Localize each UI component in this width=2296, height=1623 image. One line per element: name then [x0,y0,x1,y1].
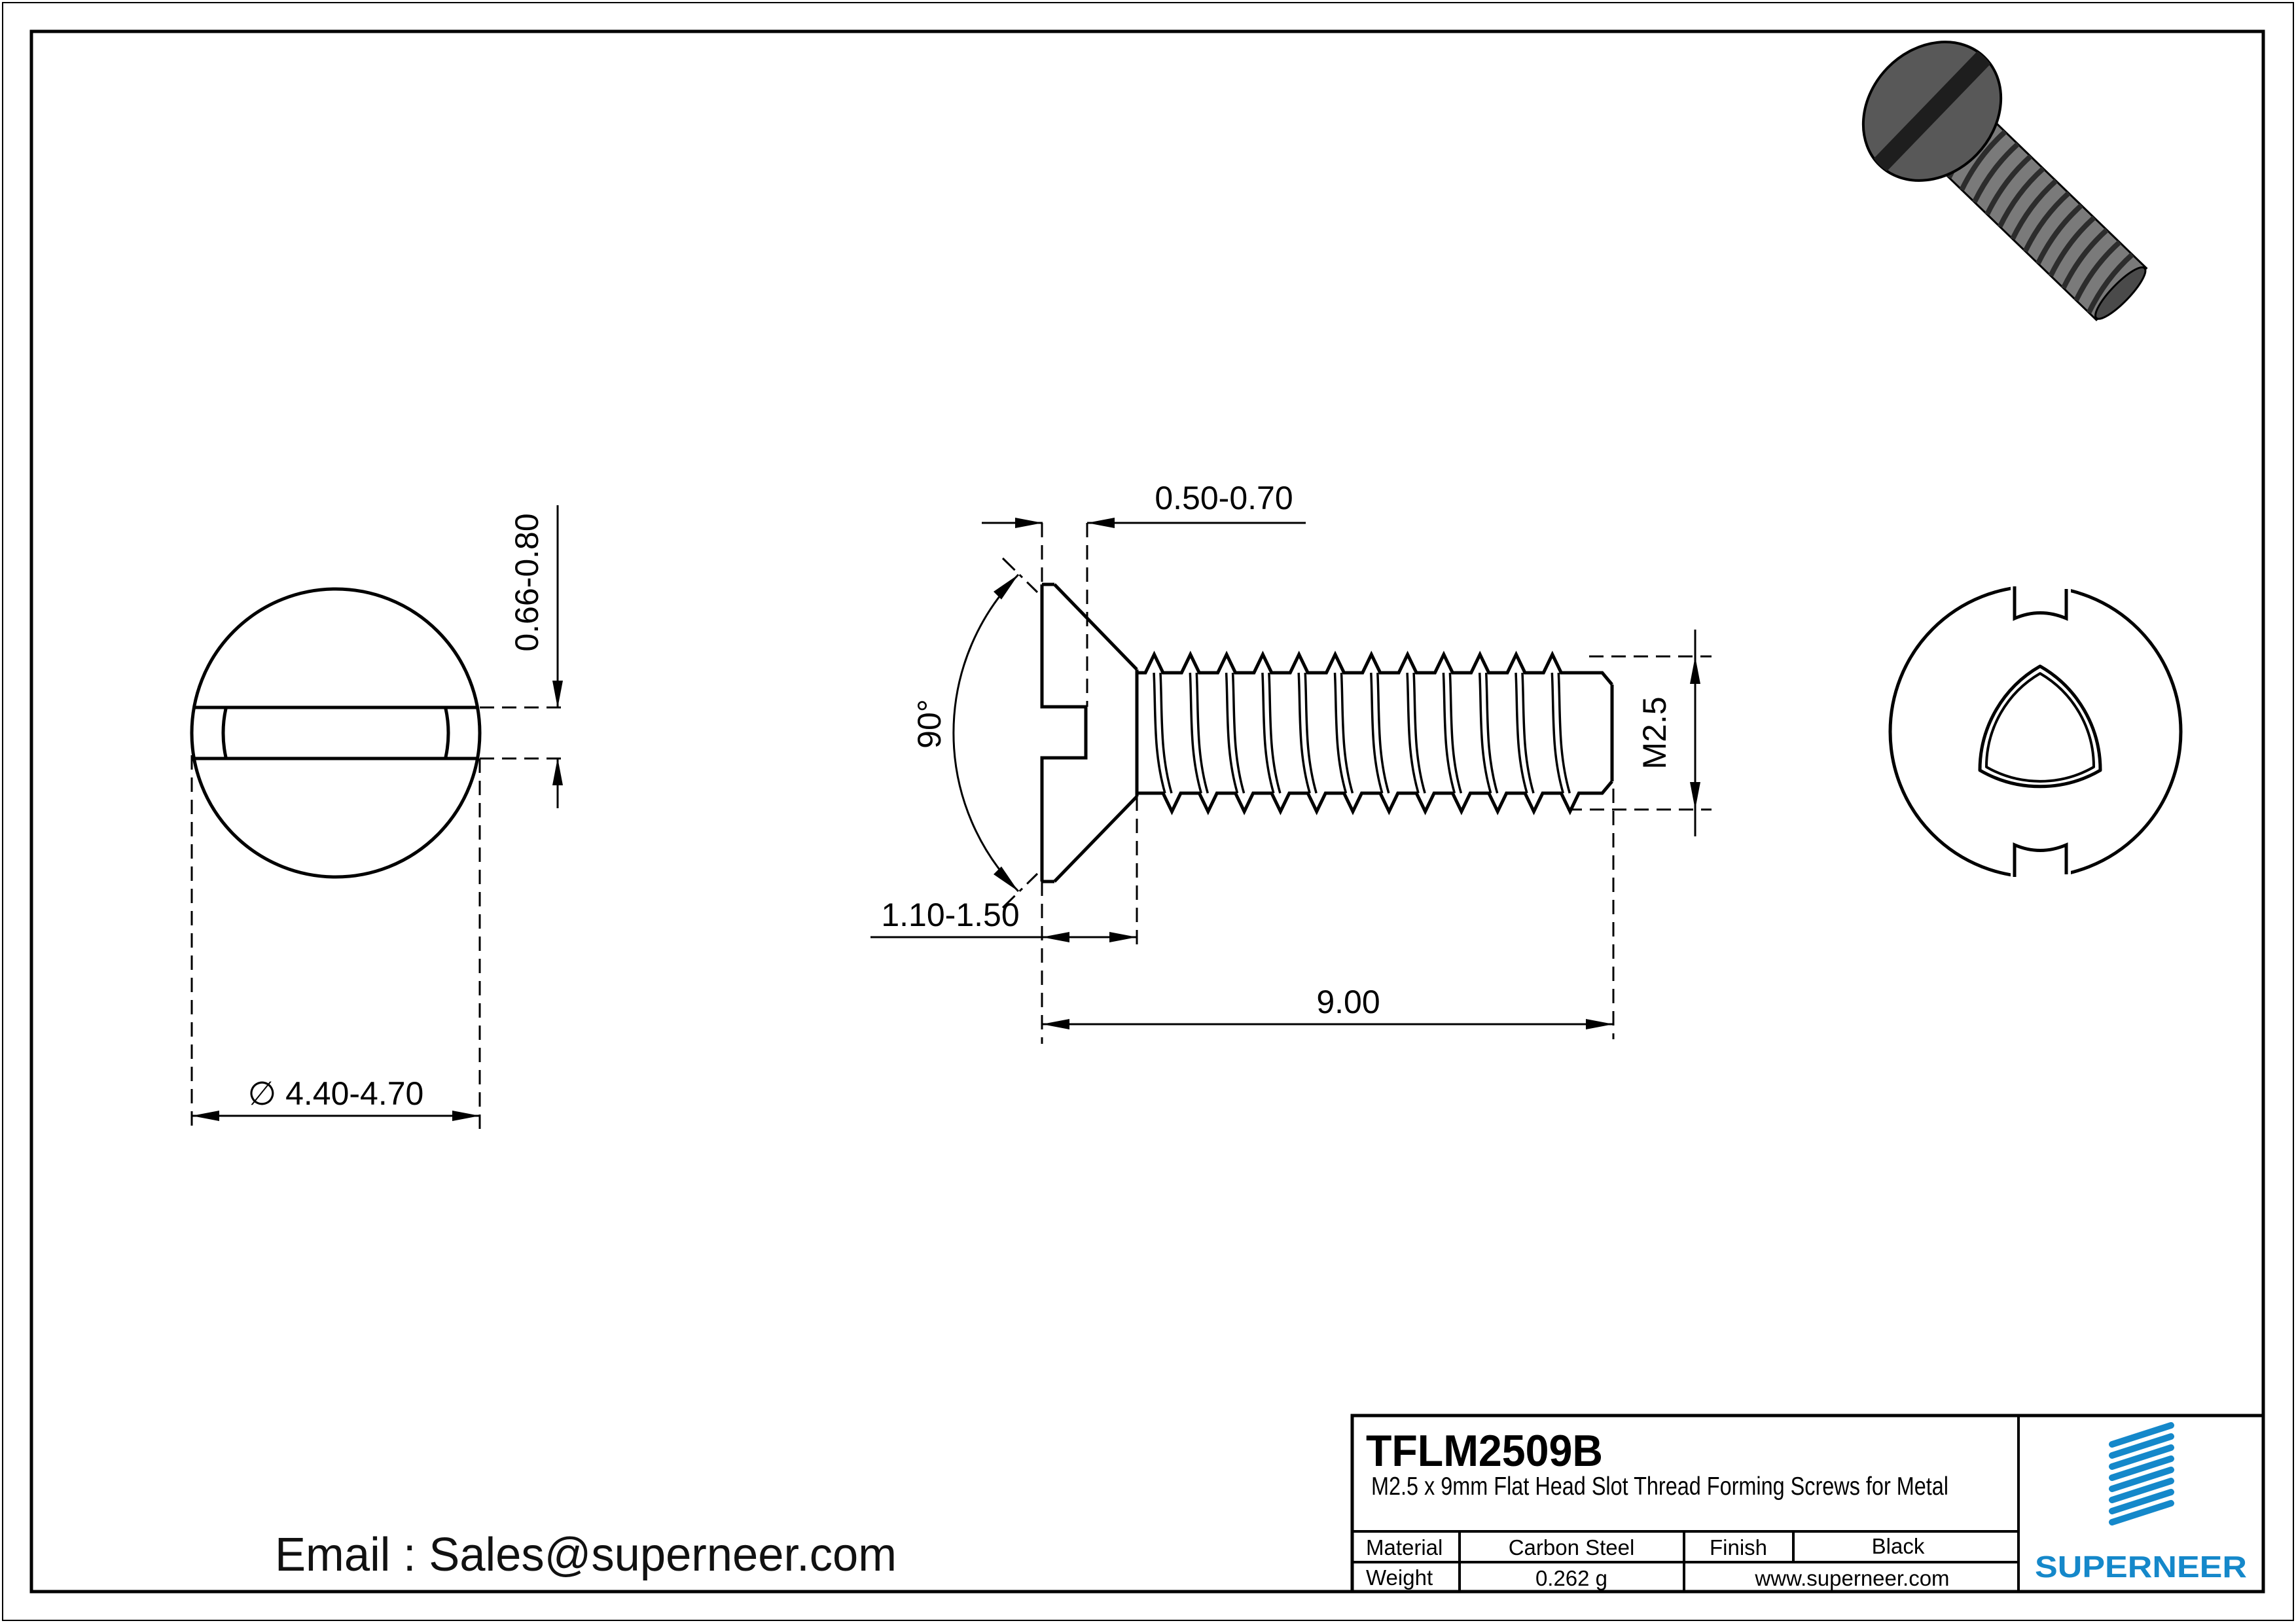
drawing-frame [29,29,2265,1594]
notch-mask [2011,847,2071,885]
side-thread-label: M2.5 [1636,696,1673,769]
part-description: M2.5 x 9mm Flat Head Slot Thread Forming… [1371,1472,1948,1501]
front-slot-depth-label: 0.66-0.80 [509,513,545,651]
website-link[interactable]: www.superneer.com [1754,1566,1949,1590]
front-view: 0.66-0.80 ∅ 4.40-4.70 [190,505,568,1132]
material-label: Material [1366,1535,1443,1560]
thread-path [1137,780,1613,815]
side-angle-label: 90° [911,699,948,749]
head-face-with-slot [1040,584,1088,882]
title-block: TFLM2509B M2.5 x 9mm Flat Head Slot Thre… [1350,1414,2265,1594]
arrowhead [452,1111,480,1121]
back-view [1888,579,2183,885]
material-value: Carbon Steel [1509,1535,1635,1560]
arrowhead [1015,518,1043,528]
finish-label: Finish [1710,1535,1767,1560]
weight-label: Weight [1366,1565,1433,1590]
side-head-height-label: 1.10-1.50 [881,897,1019,933]
front-diameter-label: ∅ 4.40-4.70 [248,1075,424,1112]
side-slot-width-label: 0.50-0.70 [1155,480,1293,516]
countersink-bottom [1053,795,1138,883]
side-view: 0.50-0.70 90° 1.10-1.50 9.00 M2.5 [870,480,1712,1044]
arrowhead [552,681,563,708]
finish-value: Black [1872,1534,1925,1558]
slot-notch-top [2013,586,2068,621]
screw-3d-render [1861,41,2148,321]
weight-value: 0.262 g [1535,1566,1607,1590]
arrowhead [1042,1019,1069,1029]
contact-email[interactable]: Email : Sales@superneer.com [275,1529,897,1581]
angle-tick [1001,557,1039,594]
arrowhead [994,866,1018,891]
arrowhead [1109,932,1137,942]
arrowhead [1586,1019,1613,1029]
screw-tip [2094,266,2147,320]
trilobular-outline-outer [1978,664,2102,789]
slot-floor-circle [221,709,450,757]
arrowhead [1690,782,1700,810]
notch-mask [2011,579,2071,616]
angle-arc [952,573,1020,893]
screw-thread-stripes [1946,117,2134,314]
arrowhead [1042,932,1069,942]
screw-head-slot [1871,49,1993,173]
thread-path [1153,672,1571,794]
arrowhead [1690,656,1700,684]
superneer-logo-stripes-icon [2109,1422,2174,1525]
thread-path [1137,651,1613,686]
side-thread-teeth [1137,651,1613,815]
angle-tick [1001,872,1039,909]
arrowhead [192,1111,219,1121]
brand-wordmark: SUPERNEER [2035,1550,2247,1584]
slot-notch-bottom [2013,842,2068,877]
arrowhead [552,758,563,785]
arrowhead [994,575,1018,599]
part-number: TFLM2509B [1366,1426,1603,1476]
countersink-top [1053,583,1138,671]
trilobular-outline-inner [1984,672,2096,783]
side-length-label: 9.00 [1316,984,1380,1020]
arrowhead [1087,518,1115,528]
